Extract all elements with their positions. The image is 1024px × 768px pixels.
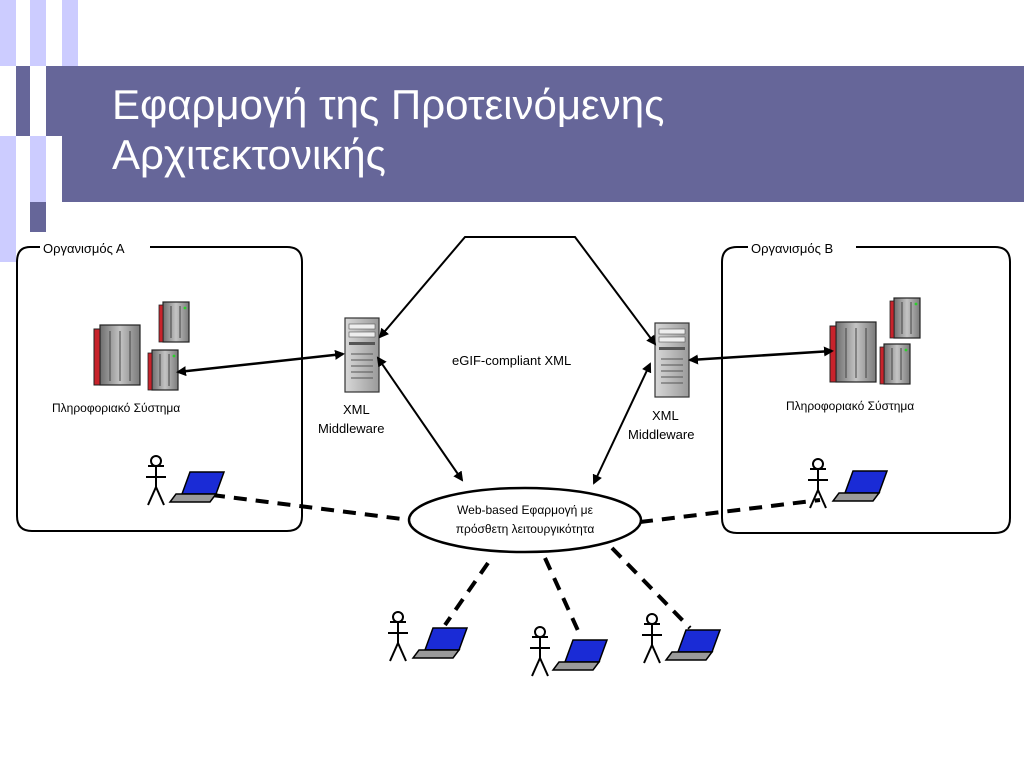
user-icon	[529, 626, 551, 677]
user-icon	[387, 611, 409, 662]
laptop-icon	[665, 629, 721, 661]
architecture-diagram: Οργανισμός Α Οργανισμός Β Πληροφοριακό Σ…	[16, 236, 1011, 677]
middleware-left-line2: Middleware	[318, 421, 384, 436]
middleware-right-line1: XML	[652, 408, 679, 423]
webapp-line1: Web-based Εφαρμογή με	[457, 503, 594, 517]
link-system-a-middleware	[176, 349, 345, 377]
dashed-link-user-3	[610, 546, 692, 630]
mainframe-icon	[93, 324, 141, 386]
server-icon	[879, 343, 911, 385]
dashed-link-user-b	[639, 498, 821, 524]
webapp-node	[407, 486, 643, 554]
user-icon	[145, 455, 167, 506]
org-b-system-label: Πληροφοριακό Σύστημα	[786, 399, 914, 413]
org-a-frame	[16, 246, 303, 532]
decor-block	[16, 66, 30, 136]
title-bar	[62, 66, 1024, 202]
slide-title: Εφαρμογή της Προτεινόμενης Αρχιτεκτονική…	[112, 81, 665, 178]
decor-block	[0, 0, 16, 66]
user-icon	[641, 613, 663, 664]
decor-block	[62, 0, 78, 66]
decor-block	[0, 136, 16, 202]
webapp-line2: πρόσθετη λειτουργικότητα	[456, 522, 595, 536]
laptop-icon	[552, 639, 608, 671]
dashed-link-user-1	[443, 561, 490, 627]
server-icon	[147, 349, 179, 391]
laptop-icon	[412, 627, 468, 659]
dashed-link-user-a	[211, 493, 411, 522]
decor-block	[30, 0, 46, 66]
server-icon	[889, 297, 921, 339]
dashed-link-user-2	[543, 557, 582, 636]
middleware-left-server-icon	[344, 317, 380, 393]
middleware-right-line2: Middleware	[628, 427, 694, 442]
egif-label: eGIF-compliant XML	[452, 353, 571, 368]
org-b-frame	[721, 246, 1011, 534]
org-a-system-label: Πληροφοριακό Σύστημα	[52, 401, 180, 415]
middleware-right-server-icon	[654, 322, 690, 398]
server-icon	[158, 301, 190, 343]
link-middleware-left-webapp	[376, 356, 464, 482]
mainframe-icon	[829, 321, 877, 383]
middleware-left-line1: XML	[343, 402, 370, 417]
decor-block	[30, 202, 46, 232]
link-middleware-system-b	[688, 346, 834, 365]
org-b-label: Οργανισμός Β	[751, 241, 833, 256]
org-a-label: Οργανισμός Α	[43, 241, 125, 256]
decor-block	[30, 136, 46, 202]
decor-block	[0, 202, 16, 262]
egif-xml-link	[378, 236, 657, 346]
laptop-icon	[832, 470, 888, 502]
link-middleware-right-webapp	[592, 362, 652, 485]
decor-block	[46, 66, 62, 136]
